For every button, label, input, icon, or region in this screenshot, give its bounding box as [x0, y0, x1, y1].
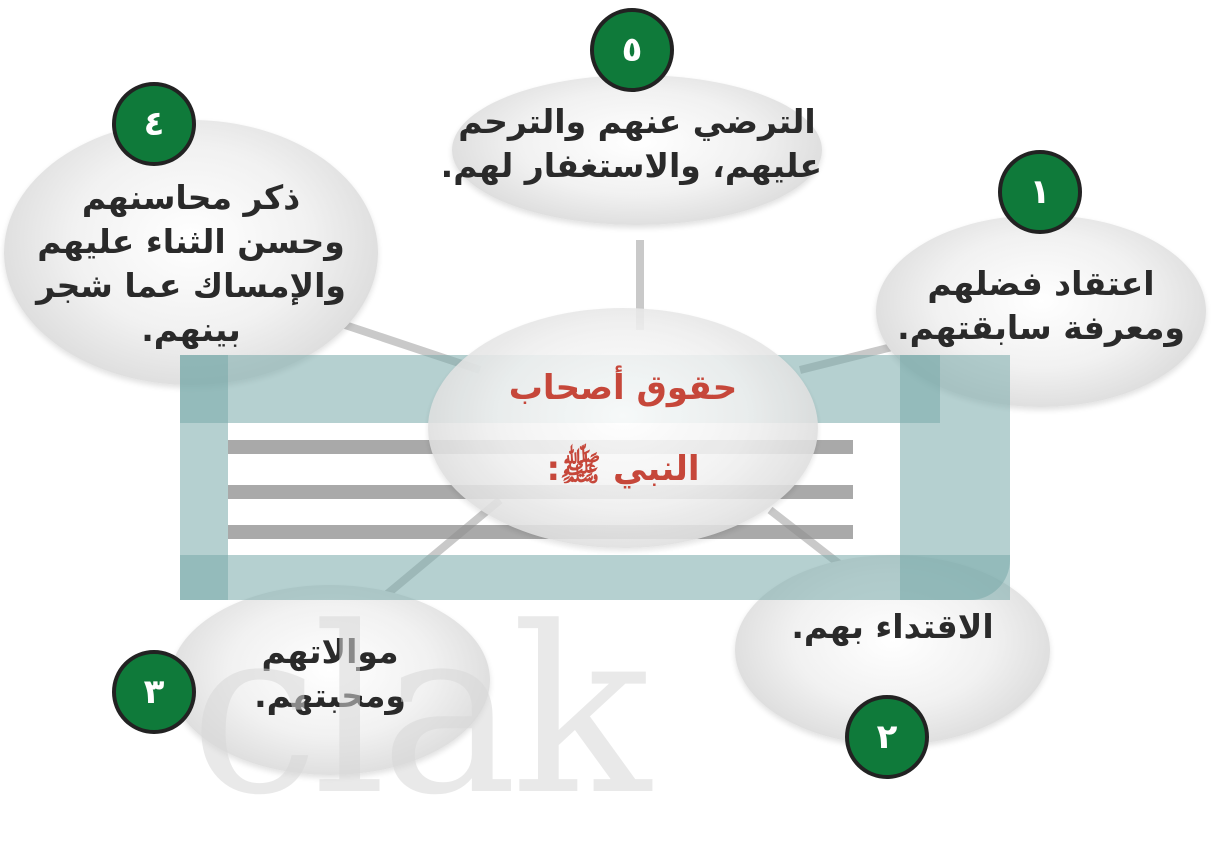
node-3-bubble	[170, 585, 490, 775]
node-1-line-2: ومعرفة سابقتهم.	[897, 308, 1185, 347]
node-3-line-2: ومحبتهم.	[254, 676, 406, 715]
node-5-number-badge: ٥	[590, 8, 674, 92]
node-4-line-4: بينهم.	[141, 310, 241, 349]
node-3-text: موالاتهم ومحبتهم.	[170, 630, 490, 718]
node-3-line-1: موالاتهم	[261, 632, 399, 671]
node-1-text: اعتقاد فضلهم ومعرفة سابقتهم.	[876, 262, 1206, 350]
node-3-number-badge: ٣	[112, 650, 196, 734]
node-4-line-1: ذكر محاسنهم	[81, 178, 301, 217]
node-4-line-3: والإمساك عما شجر	[36, 266, 346, 305]
node-4-line-2: وحسن الثناء عليهم	[37, 222, 345, 261]
node-1-line-1: اعتقاد فضلهم	[927, 264, 1155, 303]
watermark-bottom-bar	[180, 555, 1010, 600]
node-5-line-1: الترضي عنهم والترحم	[458, 102, 816, 141]
center-bubble	[428, 308, 818, 548]
node-5-text: الترضي عنهم والترحم عليهم، والاستغفار له…	[440, 100, 822, 188]
node-5-line-2: عليهم، والاستغفار لهم.	[440, 146, 822, 185]
node-2-number-badge: ٢	[845, 695, 929, 779]
node-4-number-badge: ٤	[112, 82, 196, 166]
node-1-number-badge: ١	[998, 150, 1082, 234]
center-title-line-1: حقوق أصحاب	[508, 368, 738, 408]
node-4-bubble	[4, 120, 378, 385]
node-2-text: الاقتداء بهم.	[735, 605, 1050, 649]
center-title-line-2: النبي ﷺ:	[546, 449, 700, 489]
node-5-bubble	[452, 75, 822, 225]
node-2-line-1: الاقتداء بهم.	[791, 607, 994, 646]
rights-diagram: الترضي عنهم والترحم عليهم، والاستغفار له…	[4, 8, 1206, 828]
node-4-text: ذكر محاسنهم وحسن الثناء عليهم والإمساك ع…	[4, 176, 378, 352]
watermark-logo-text: clak	[190, 579, 651, 846]
